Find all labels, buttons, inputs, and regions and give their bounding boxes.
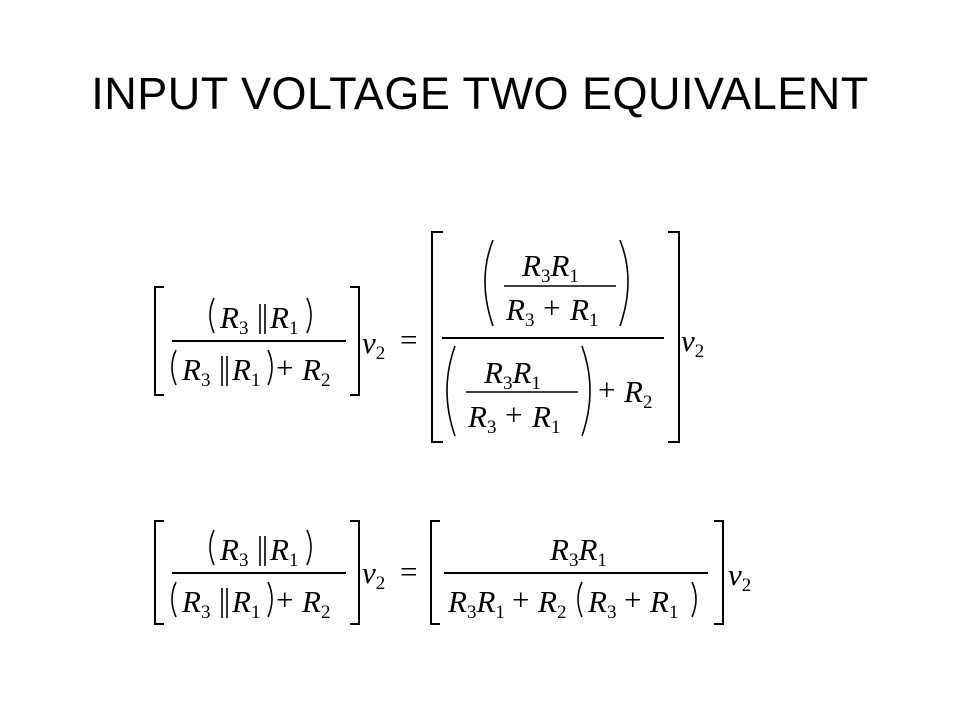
svg-text:+: + [543, 290, 560, 325]
svg-text:R1: R1 [231, 584, 260, 623]
svg-text:R1: R1 [269, 300, 298, 339]
svg-text:R3: R3 [505, 292, 534, 331]
lhs-bracket-left [154, 520, 164, 625]
svg-text:R3: R3 [181, 584, 210, 623]
lhs-fraction: R3 R1 R3 R1 + R2 [171, 529, 346, 623]
lhs-denominator: R3 R1 + R2 [171, 349, 330, 391]
svg-text:R1: R1 [269, 532, 298, 571]
svg-text:R3: R3 [467, 399, 496, 438]
slide-title: INPUT VOLTAGE TWO EQUIVALENT [91, 68, 869, 119]
rhs-denominator: R3R1 R3 + R1 + R2 [446, 345, 652, 438]
svg-text:R3: R3 [587, 584, 616, 623]
rhs-fraction: R3R1 R3 + R1 R3R1 R3 + R1 + R2 [442, 239, 664, 438]
svg-text:+: + [512, 582, 529, 617]
svg-text:+: + [624, 582, 641, 617]
equation-input-voltage-simplified: R3 R1 R3 R1 + R2 v2 = [150, 516, 770, 636]
svg-text:R3: R3 [219, 300, 248, 339]
svg-text:R3R1: R3R1 [447, 584, 505, 623]
svg-text:R2: R2 [623, 374, 652, 413]
lhs-multiplier-v2: v2 [362, 555, 385, 594]
rhs-denominator: R3R1 + R2 R3 + R1 [447, 581, 697, 623]
rhs-numerator: R3R1 [549, 532, 607, 571]
svg-text:R3R1: R3R1 [521, 248, 579, 287]
lhs-bracket-right [350, 520, 360, 625]
lhs-numerator: R3 R1 [209, 529, 312, 571]
svg-text:R3R1: R3R1 [483, 355, 541, 394]
rhs-bracket-left [430, 520, 440, 625]
rhs-numerator: R3R1 R3 + R1 [484, 239, 629, 331]
svg-text:R1: R1 [649, 584, 678, 623]
lhs-numerator: R3 R1 [209, 297, 312, 339]
equation-input-voltage-expanded: R3 R1 R3 R1 + R2 v2 = [150, 228, 730, 448]
equals-sign: = [400, 322, 417, 357]
rhs-bracket-right [714, 520, 724, 625]
lhs-bracket-left [154, 286, 164, 396]
rhs-fraction: R3R1 R3R1 + R2 R3 + R1 [444, 532, 708, 623]
svg-text:R1: R1 [531, 399, 560, 438]
rhs-multiplier-v2: v2 [681, 323, 704, 362]
equals-sign: = [400, 554, 417, 589]
lhs-denominator: R3 R1 + R2 [171, 581, 330, 623]
lhs-fraction: R3 R1 R3 R1 + R2 [171, 297, 346, 391]
svg-text:R1: R1 [569, 292, 598, 331]
svg-text:+: + [276, 582, 293, 617]
svg-text:R2: R2 [537, 584, 566, 623]
svg-text:R2: R2 [301, 584, 330, 623]
svg-text:R2: R2 [301, 352, 330, 391]
svg-text:+: + [505, 397, 522, 432]
lhs-bracket-right [350, 286, 360, 396]
svg-text:R3: R3 [181, 352, 210, 391]
rhs-bracket-left [431, 231, 443, 443]
rhs-bracket-right [668, 231, 680, 443]
rhs-multiplier-v2: v2 [728, 557, 751, 596]
svg-text:+: + [598, 372, 615, 407]
svg-text:+: + [276, 350, 293, 385]
svg-text:R1: R1 [231, 352, 260, 391]
lhs-multiplier-v2: v2 [362, 325, 385, 364]
svg-text:R3: R3 [219, 532, 248, 571]
